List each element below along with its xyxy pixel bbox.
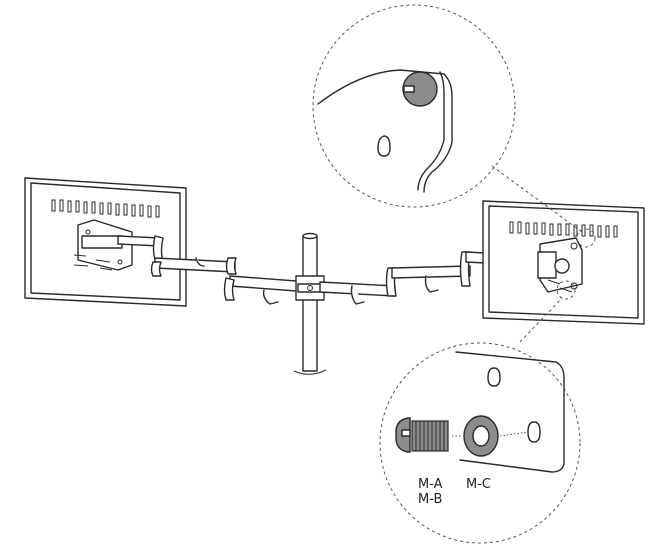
bolt-icon — [395, 417, 449, 453]
right-monitor — [482, 200, 645, 325]
upper-hole-marker — [576, 228, 596, 248]
left-monitor-vents — [51, 199, 160, 218]
bolt-label-line2: M-B — [418, 492, 442, 507]
lower-hole-marker — [556, 280, 576, 300]
center-clamp — [295, 275, 325, 301]
washer-icon — [463, 415, 499, 457]
bolt-label-line1: M-A — [418, 477, 443, 492]
pole — [293, 232, 327, 375]
bottom-detail-callout: M-A M-B M-C — [379, 342, 581, 544]
target-hole — [527, 421, 541, 443]
right-vesa-bracket — [537, 237, 583, 293]
top-detail-callout — [312, 4, 516, 208]
right-monitor-vents — [509, 221, 618, 238]
leader-lines — [491, 165, 583, 343]
left-arm — [117, 235, 311, 305]
mounting-hole — [377, 135, 391, 157]
left-monitor — [24, 177, 311, 307]
left-vesa-bracket — [73, 219, 133, 271]
screw-head-icon — [402, 71, 438, 107]
washer-label: M-C — [466, 477, 491, 492]
